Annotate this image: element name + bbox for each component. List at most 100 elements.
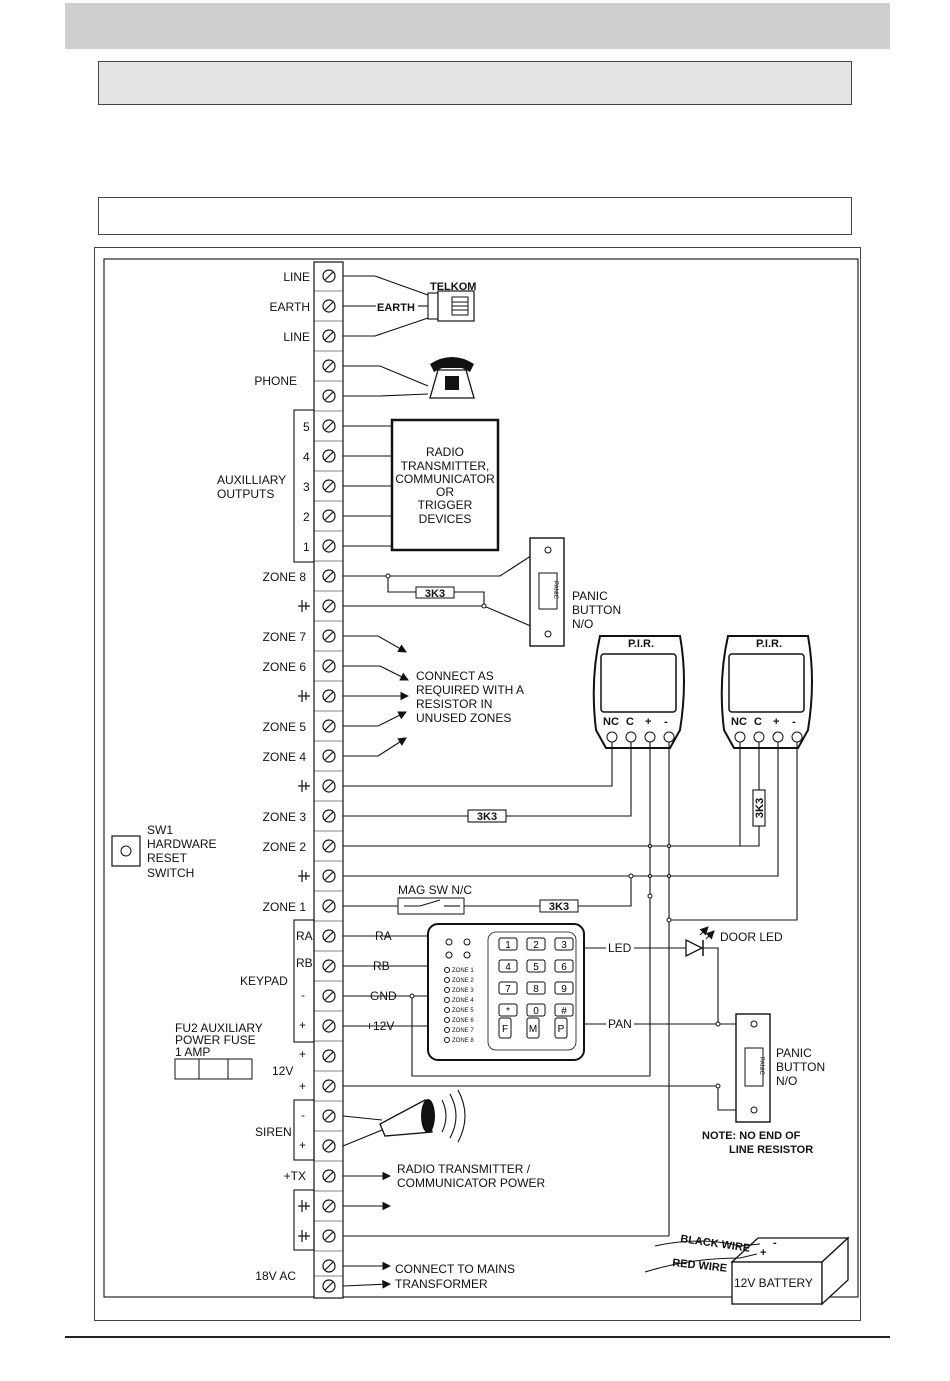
keypad-key-label: F [502,1024,508,1035]
radio-box-text: RADIO [426,445,464,459]
keypad-key-label: 1 [505,940,511,951]
terminal-screw [322,1019,336,1033]
terminal-label: SIREN [255,1125,292,1139]
keypad-key [526,959,546,973]
aux-number: 2 [303,510,310,524]
terminal-label: ZONE 1 [263,900,307,914]
terminal-screw [322,509,336,523]
terminal-label: LINE [283,270,310,284]
keypad-key-label: 2 [533,940,539,951]
keypad-key [498,1003,518,1017]
resistor-3k3: 3K3 [425,588,445,600]
zone-led [444,1037,450,1043]
zone-led-label: ZONE 2 [452,978,474,984]
subsection-heading-box [98,197,852,235]
pir-terminal-label: NC [731,716,747,728]
keypad-key [498,959,518,973]
zone-led [444,1027,450,1033]
pir-terminal-label: - [792,716,796,728]
reset-switch: SW1 HARDWARE RESET SWITCH [111,823,217,880]
terminal-screw [322,299,336,313]
terminal-label: + [299,1079,306,1093]
keypad-wire-label: GND [370,989,397,1003]
keypad-key [498,1017,512,1039]
terminal-screw [322,1049,336,1063]
reset-switch-label: HARDWARE [147,837,217,851]
keypad-key [526,937,546,951]
inner-frame [103,258,859,1298]
zone-led [444,977,450,983]
radio-box-text: TRANSMITTER, [401,459,490,473]
panic-label: PANIC [776,1046,812,1060]
terminal-label: + [299,1018,306,1032]
terminal-screw [322,1169,336,1183]
terminal-label: RB [296,956,313,970]
zone-led-label: ZONE 4 [452,998,474,1004]
terminal-screw [322,359,336,373]
zone-led [444,997,450,1003]
keypad-key [526,1017,540,1039]
keypad-key-label: 7 [505,984,511,995]
mains-label: TRANSFORMER [395,1277,488,1291]
terminal-screw [322,419,336,433]
terminal-label: +TX [284,1169,306,1183]
connect-note: REQUIRED WITH A [416,683,524,697]
panic-plate: PANIC [758,1057,764,1076]
keypad-key-label: * [506,1006,510,1017]
panic-label: N/O [572,617,593,631]
zone-led-label: ZONE 3 [452,988,474,994]
panic-button-2: PANIC PANIC BUTTON N/O NOTE: NO END OF L… [702,1013,825,1156]
earth-wire-label: EARTH [377,302,415,314]
zone-led-label: ZONE 7 [452,1028,474,1034]
keypad-key-label: 0 [533,1006,539,1017]
pir-terminal-label: C [754,716,762,728]
telkom-socket: TELKOM EARTH [343,275,476,337]
mag-switch: MAG SW N/C 3K3 [343,873,634,915]
section-heading-box [98,61,852,105]
panic-label: N/O [776,1074,797,1088]
keypad-key-label: 5 [533,962,539,973]
keypad-key [554,959,574,973]
keypad-key-label: 8 [533,984,539,995]
wire-crossings [647,844,721,1089]
terminal-label: ZONE 8 [263,570,307,584]
terminal-label: - [301,1108,305,1122]
radio-box-text: COMMUNICATOR [395,472,495,486]
black-wire-label: BLACK WIRE [680,1233,751,1255]
red-wire-label: RED WIRE [672,1257,728,1275]
terminal-label: AUXILLIARY [217,473,286,487]
ground-symbols [298,600,310,1242]
pir-terminal-label: C [626,716,634,728]
zone-led [444,987,450,993]
keypad-key [554,981,574,995]
panic-label: BUTTON [572,603,621,617]
fuse-label: FU2 AUXILIARY [175,1021,263,1035]
reset-switch-label: SW1 [147,823,173,837]
terminal-label: RA [296,929,313,943]
terminal-screw [322,749,336,763]
terminal-screws [314,269,343,1293]
terminal-screw [322,869,336,883]
battery-plus: + [760,1247,766,1259]
door-led-label: DOOR LED [720,930,783,944]
terminal-label: + [299,1138,306,1152]
note-text: LINE RESISTOR [729,1144,813,1156]
resistor-3k3: 3K3 [549,901,569,913]
zone-led [444,1007,450,1013]
panic-plate: PANIC [552,581,558,600]
resistor-3k3: 3K3 [477,811,497,823]
radio-box-text: OR [436,485,454,499]
terminal-label: EARTH [270,300,310,314]
terminal-screw [322,899,336,913]
terminal-screw [322,1199,336,1213]
pir-sensor-2: P.I.R. NC C + - [720,635,813,749]
terminal-label: - [301,988,305,1002]
pir-wiring [343,742,798,1236]
terminal-screw [322,839,336,853]
terminal-screw [322,539,336,553]
keypad-key-label: # [561,1006,567,1017]
pir-terminal-label: + [773,716,779,728]
